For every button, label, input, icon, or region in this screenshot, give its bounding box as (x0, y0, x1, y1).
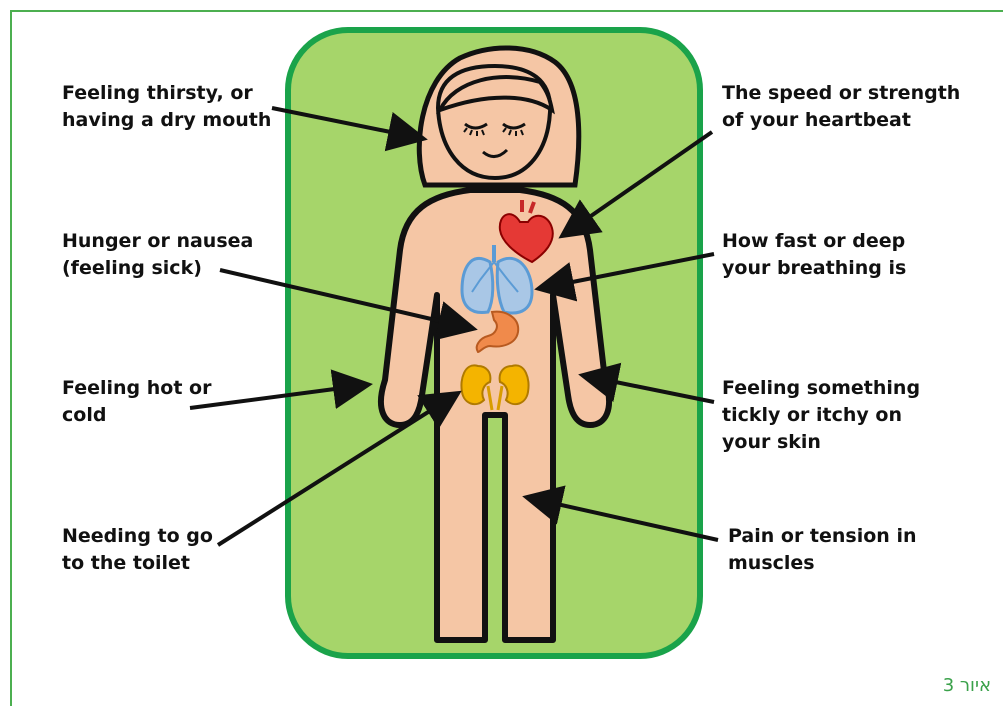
figure-caption: איור 3 (943, 675, 991, 696)
label-thirst: Feeling thirsty, or having a dry mouth (62, 80, 271, 134)
label-line: tickly or itchy on (722, 402, 920, 429)
label-line: Feeling hot or (62, 375, 211, 402)
label-toilet: Needing to go to the toilet (62, 523, 213, 577)
label-skin: Feeling something tickly or itchy on you… (722, 375, 920, 456)
label-breathing: How fast or deep your breathing is (722, 228, 906, 282)
label-line: muscles (728, 550, 916, 577)
label-line: Feeling thirsty, or (62, 80, 271, 107)
label-line: Feeling something (722, 375, 920, 402)
label-heartbeat: The speed or strength of your heartbeat (722, 80, 960, 134)
label-line: How fast or deep (722, 228, 906, 255)
label-line: Pain or tension in (728, 523, 916, 550)
label-line: having a dry mouth (62, 107, 271, 134)
label-line: of your heartbeat (722, 107, 960, 134)
label-line: (feeling sick) (62, 255, 253, 282)
label-line: Hunger or nausea (62, 228, 253, 255)
label-line: to the toilet (62, 550, 213, 577)
label-line: Needing to go (62, 523, 213, 550)
label-hunger: Hunger or nausea (feeling sick) (62, 228, 253, 282)
label-line: The speed or strength (722, 80, 960, 107)
label-temperature: Feeling hot or cold (62, 375, 211, 429)
label-line: your skin (722, 429, 920, 456)
label-muscles: Pain or tension in muscles (728, 523, 916, 577)
label-line: cold (62, 402, 211, 429)
label-line: your breathing is (722, 255, 906, 282)
